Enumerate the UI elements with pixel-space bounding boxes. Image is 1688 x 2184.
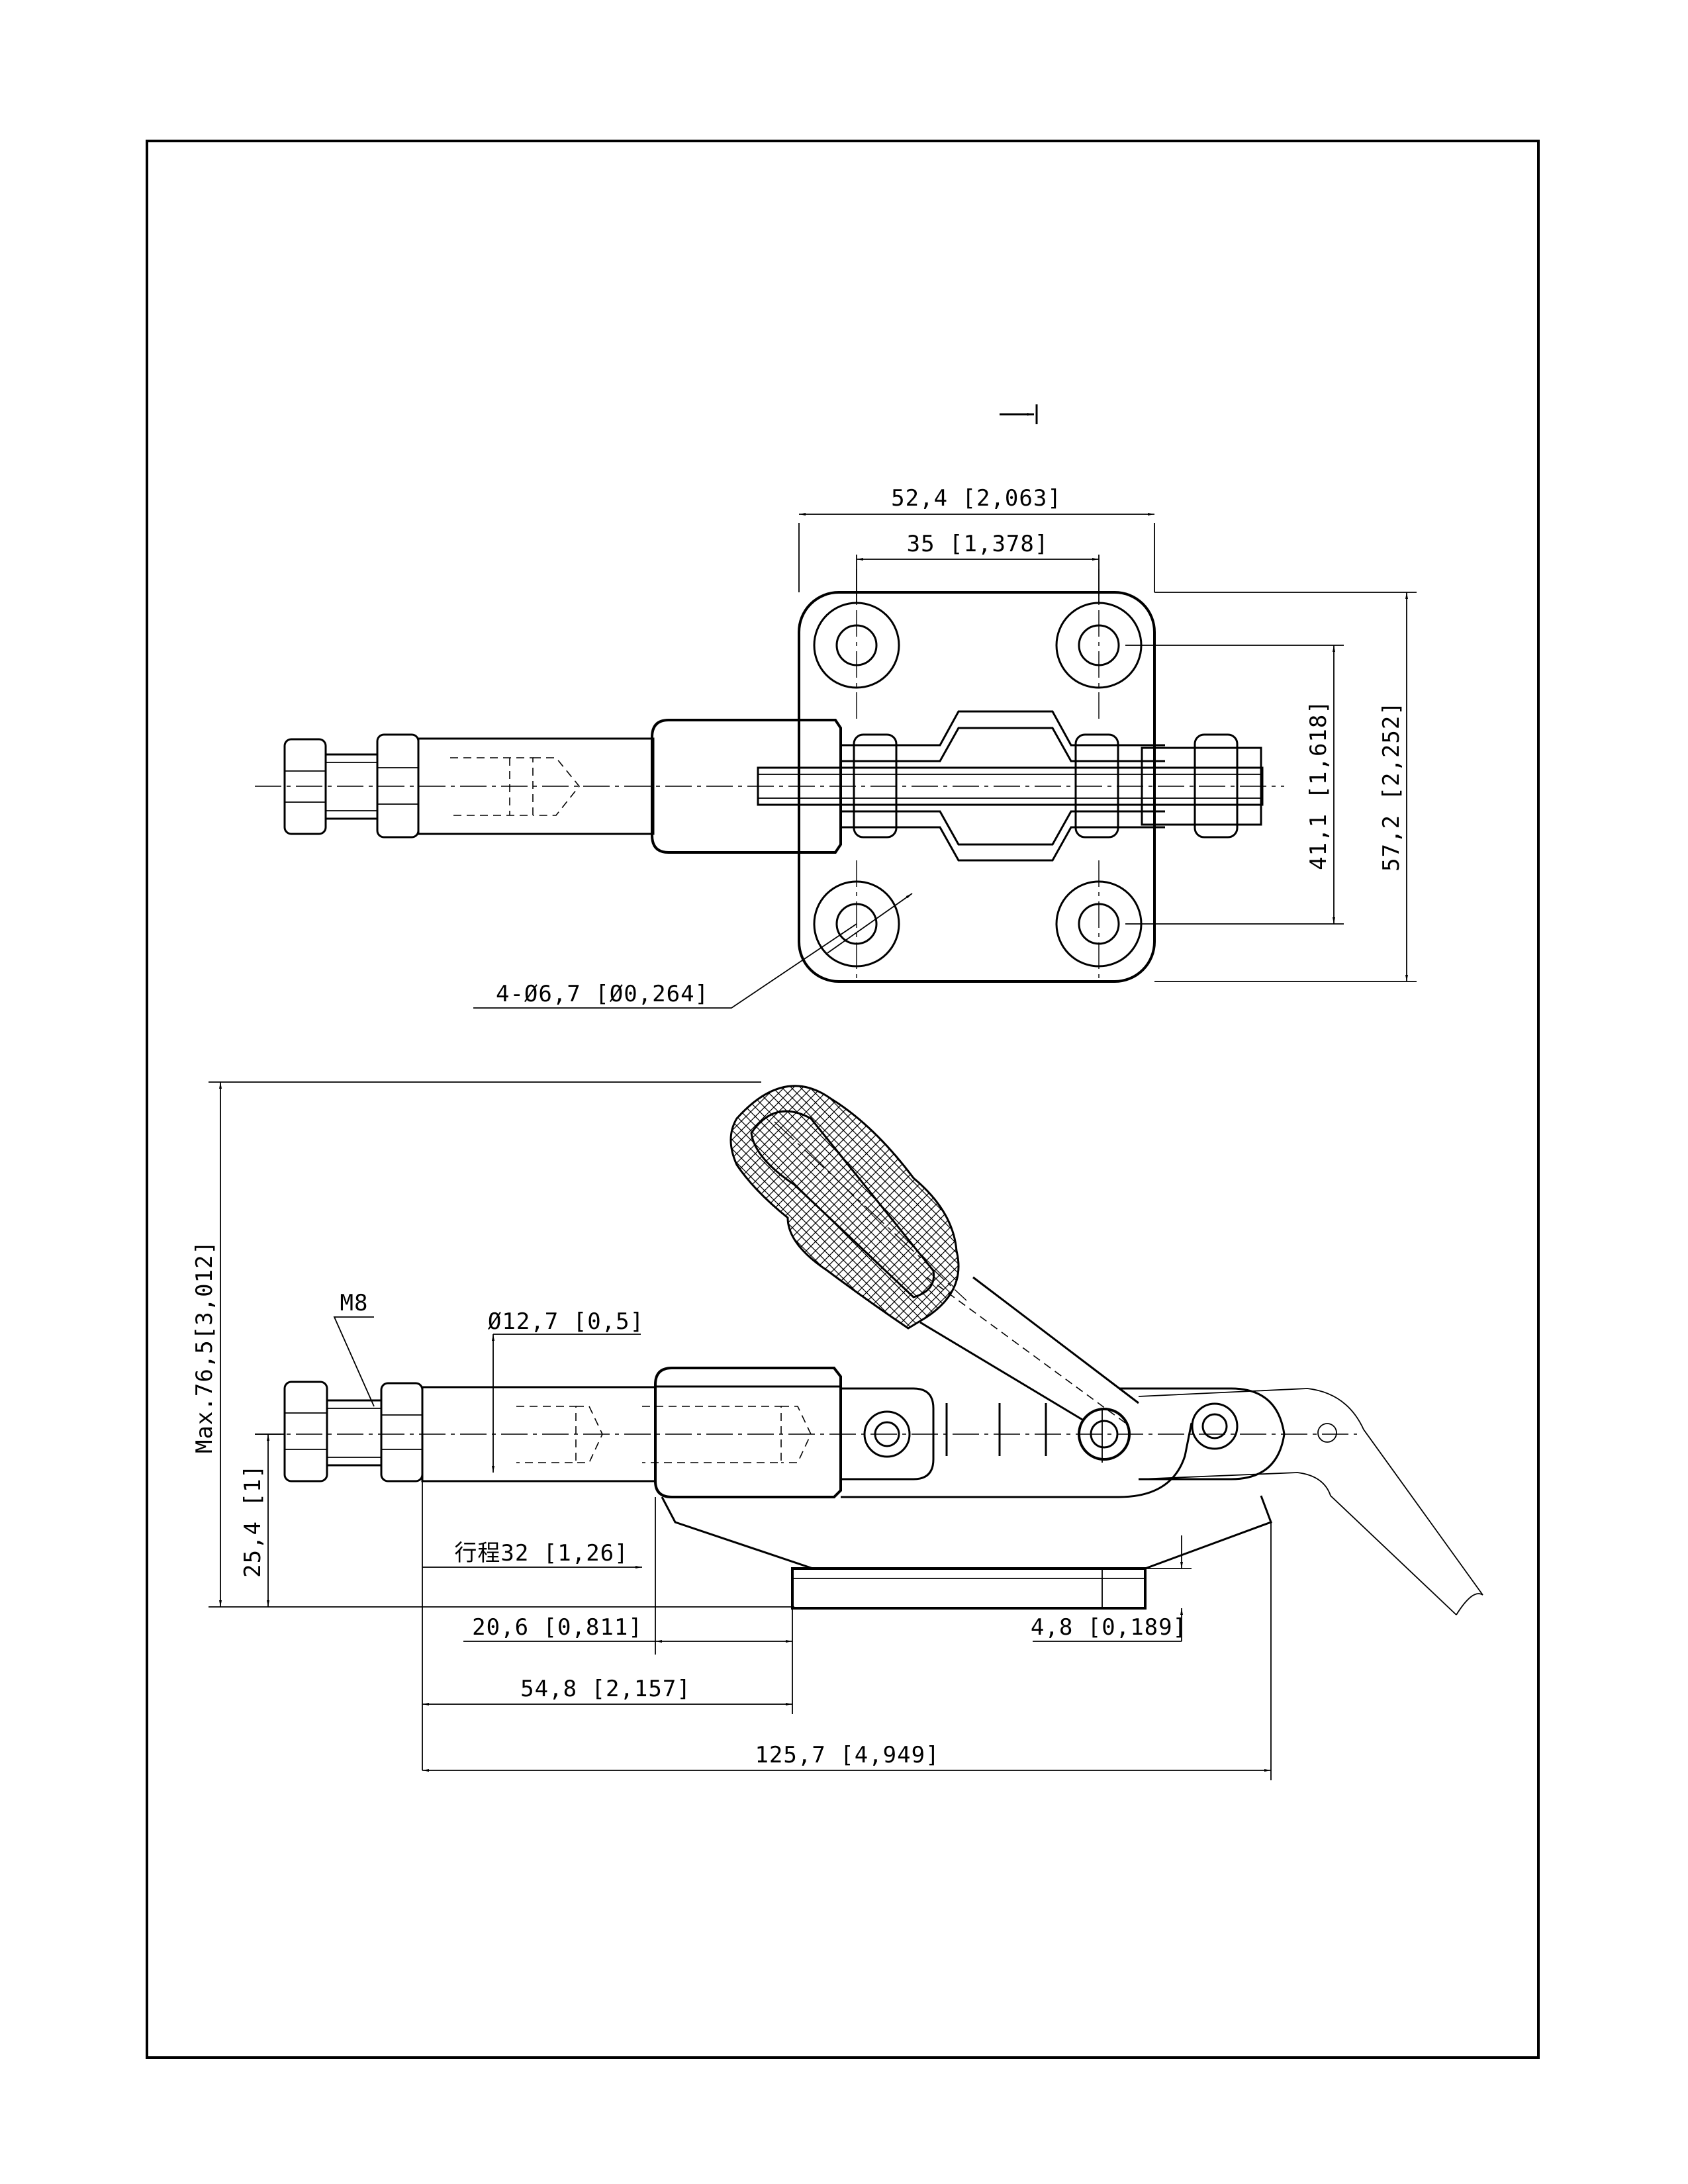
side-linkage: [841, 1387, 1286, 1498]
pivot-pin: [1078, 1408, 1131, 1461]
dim-hole-pitch-x: 35 [1,378]: [907, 531, 1049, 557]
dim-holes: 4-Ø6,7 [Ø0,264]: [496, 981, 709, 1007]
dim-plunger-dia: Ø12,7 [0,5]: [488, 1308, 644, 1335]
dim-thread: M8: [340, 1290, 369, 1316]
top-dimensions: [473, 513, 1417, 1009]
top-linkage: [841, 710, 1262, 862]
side-hex-nut: [283, 1381, 328, 1482]
top-body: [651, 719, 1264, 854]
dim-height-outer: 57,2 [2,252]: [1378, 701, 1405, 872]
ghost-handle: [1138, 1388, 1483, 1615]
side-view: Max.76,5[3,012] M8 Ø12,7 [0,5] 25,4 [1] …: [191, 1081, 1483, 1780]
drawing-frame: [146, 140, 1540, 2059]
top-view: 52,4 [2,063] 35 [1,378] 41,1 [1,618] 57,…: [255, 485, 1417, 1009]
dim-hole-pitch-y: 41,1 [1,618]: [1305, 700, 1332, 870]
section-marker: [1000, 404, 1038, 424]
dim-axis-height: 25,4 [1]: [240, 1464, 266, 1578]
dim-width-outer: 52,4 [2,063]: [891, 485, 1062, 512]
side-base: [791, 1567, 1147, 1610]
pivot-pin: [1191, 1402, 1239, 1450]
dim-overall-len: 125,7 [4,949]: [755, 1742, 939, 1768]
dim-stroke: 行程32 [1,26]: [454, 1540, 628, 1567]
side-lock-nut: [380, 1382, 424, 1482]
dim-plunger-len: 54,8 [2,157]: [520, 1676, 691, 1702]
handle-lever: [919, 1276, 1139, 1424]
dim-max-height: Max.76,5[3,012]: [191, 1240, 218, 1453]
dim-body-len: 20,6 [0,811]: [472, 1614, 643, 1641]
base-plate: [798, 591, 1156, 983]
handle-grip: [729, 1085, 967, 1330]
side-threaded-stem: [326, 1399, 383, 1467]
mounting-holes: [813, 602, 1143, 968]
side-dimensions: [209, 1081, 1272, 1780]
dim-base-thk: 4,8 [0,189]: [1031, 1614, 1187, 1641]
pivot-pin: [863, 1410, 911, 1458]
